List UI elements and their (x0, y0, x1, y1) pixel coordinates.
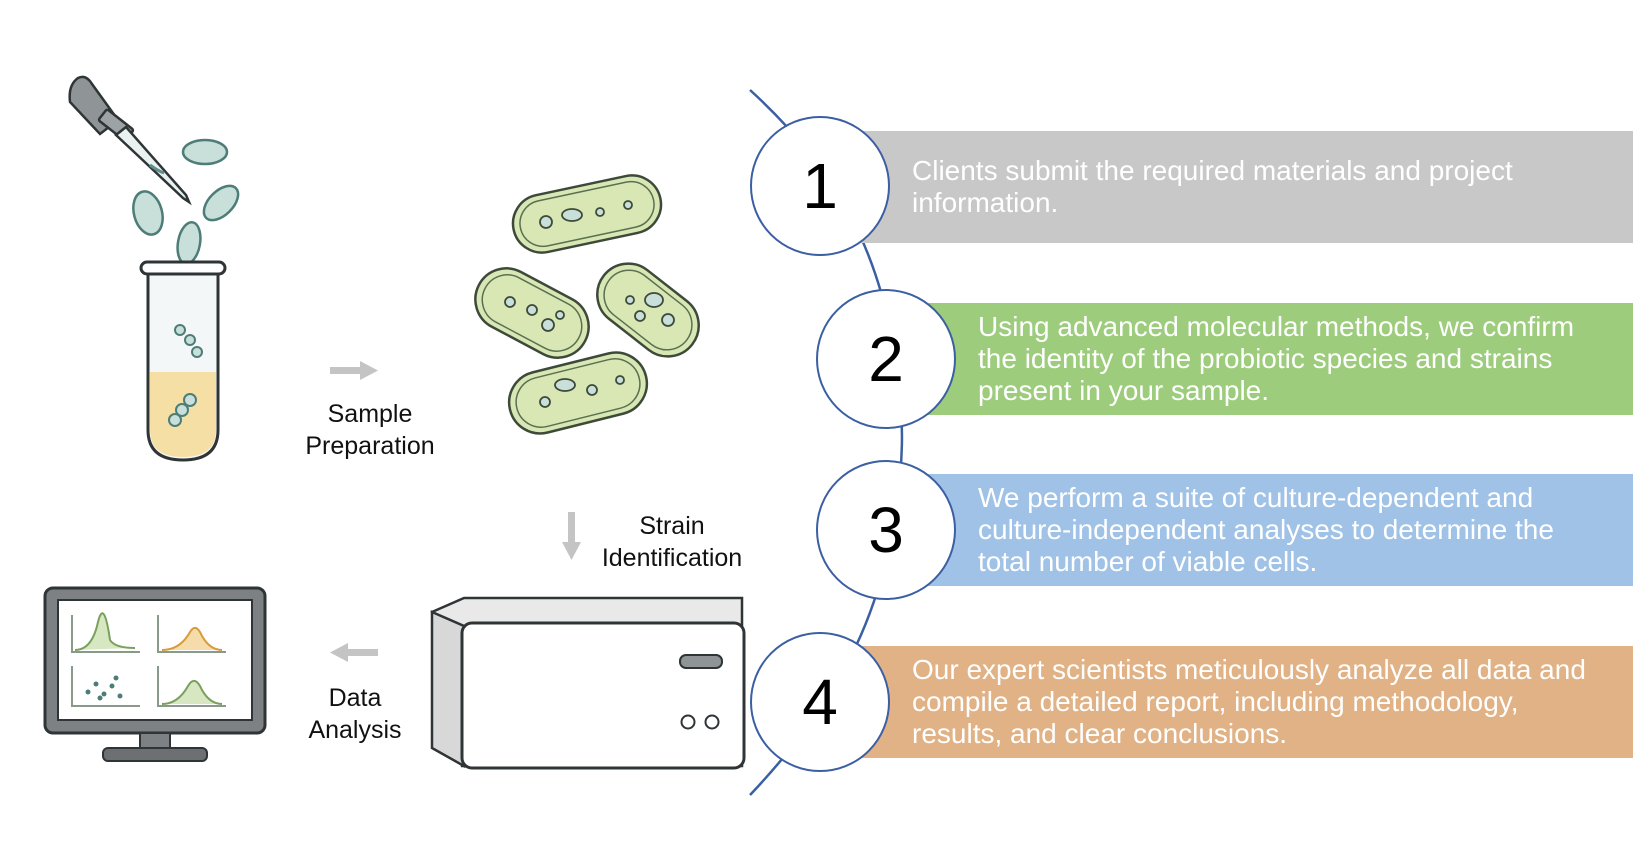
step-2-bar: Using advanced molecular methods, we con… (926, 303, 1633, 415)
arrow-down-icon (562, 512, 581, 560)
strain-identification-line-2: Identification (601, 544, 743, 572)
bacterium-cell-4 (507, 351, 649, 435)
data-analysis-line-1: Data (328, 684, 382, 712)
bacterium-cell-1 (511, 174, 663, 254)
strain-identification-line-1: Strain (639, 512, 705, 540)
step-1-circle: 1 (750, 116, 890, 256)
step-2-text: Using advanced molecular methods, we con… (978, 311, 1575, 406)
sample-preparation-label: Sample Preparation (290, 398, 450, 462)
step-3-bar: We perform a suite of culture-dependent … (926, 474, 1633, 586)
test-tube-icon (139, 260, 227, 462)
falling-cells-icon (132, 138, 240, 266)
data-analysis-line-2: Analysis (308, 716, 402, 744)
arrow-right-icon (330, 361, 378, 380)
strain-identification-label: Strain Identification (592, 510, 752, 574)
step-2-circle: 2 (816, 289, 956, 429)
step-2-number: 2 (868, 323, 904, 395)
step-4-number: 4 (802, 666, 838, 738)
data-analysis-label: Data Analysis (295, 682, 415, 746)
sample-preparation-line-2: Preparation (305, 432, 435, 460)
sample-preparation-line-1: Sample (327, 400, 413, 428)
step-4-bar: Our expert scientists meticulously analy… (860, 646, 1633, 758)
step-1-text: Clients submit the required materials an… (912, 155, 1513, 218)
step-3-text: We perform a suite of culture-dependent … (978, 482, 1554, 577)
step-3-circle: 3 (816, 460, 956, 600)
arrow-left-icon (330, 643, 378, 662)
lab-instrument-icon (430, 596, 746, 770)
step-4-circle: 4 (750, 632, 890, 772)
bacterium-cell-3 (596, 262, 700, 358)
step-4-text: Our expert scientists meticulously analy… (912, 654, 1586, 749)
step-3-number: 3 (868, 494, 904, 566)
step-1-bar: Clients submit the required materials an… (860, 131, 1633, 243)
dropper-icon (68, 75, 192, 206)
bacteria-cells-icon (474, 174, 700, 435)
monitor-charts-icon (43, 586, 267, 762)
step-1-number: 1 (802, 150, 838, 222)
